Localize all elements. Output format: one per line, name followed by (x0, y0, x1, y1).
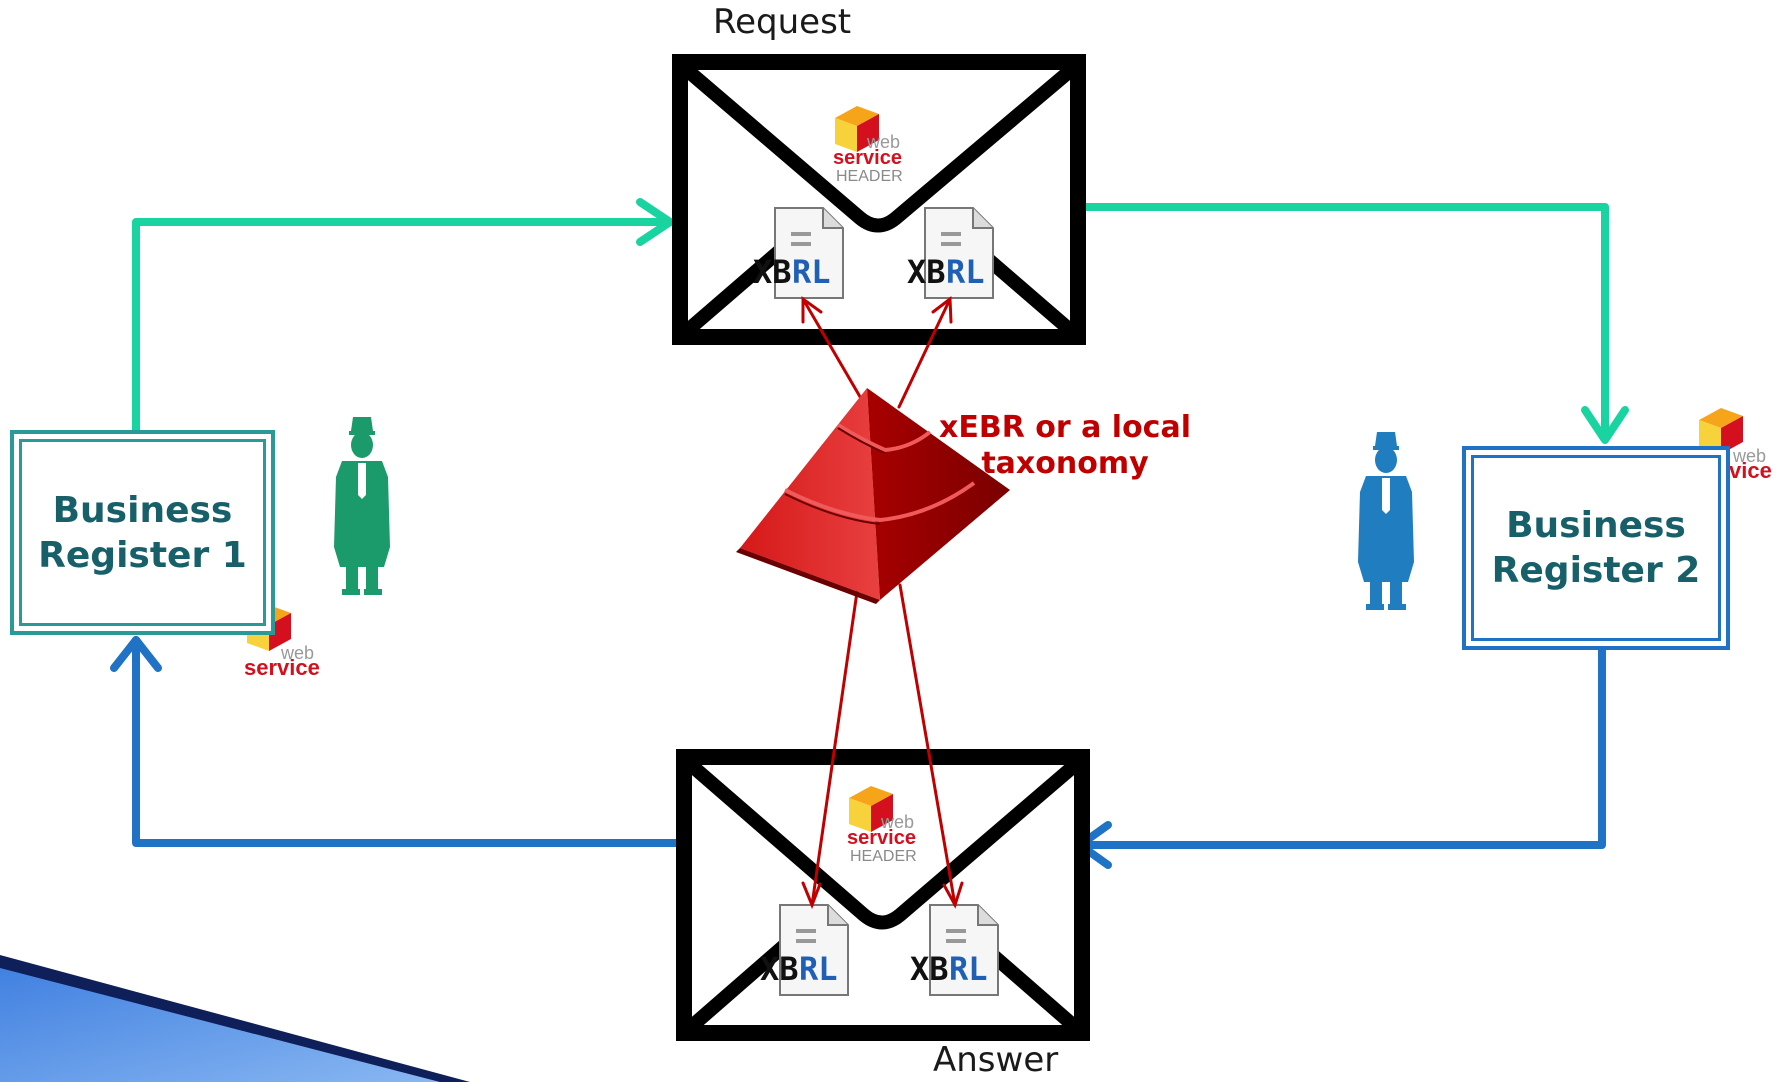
taxonomy-pyramid-icon (736, 388, 1010, 604)
flow-request-to-register2-head (1581, 406, 1629, 444)
svg-text:RL: RL (799, 950, 838, 988)
register1-line2: Register 1 (38, 534, 247, 576)
svg-text:service: service (847, 827, 916, 849)
flow-answer-to-register1 (132, 636, 684, 847)
xbrl-document-icon: XB RL (907, 206, 995, 300)
request-envelope (672, 54, 1086, 345)
judge-icon (1358, 432, 1414, 610)
answer-label: Answer (933, 1040, 1059, 1080)
flow-register2-to-answer (1076, 646, 1606, 849)
taxonomy-line1: xEBR or a local (939, 410, 1191, 445)
flow-answer-to-register1-head (110, 636, 162, 672)
register1-line1: Business (52, 489, 233, 531)
flow-register1-to-request (132, 218, 674, 438)
svg-text:XB: XB (907, 253, 946, 291)
request-label: Request (713, 2, 852, 42)
business-register-2: Business Register 2 (1462, 446, 1730, 650)
flow-request-to-register2 (1081, 203, 1609, 442)
register2-line2: Register 2 (1491, 550, 1701, 591)
svg-text:XB: XB (753, 253, 792, 291)
teal-flow-arrows (132, 198, 1629, 444)
taxonomy-line2: taxonomy (981, 446, 1149, 481)
taxonomy-link-arrows (801, 296, 964, 910)
flow-register1-to-request-head (636, 198, 674, 246)
svg-text:RL: RL (949, 950, 988, 988)
web-service-header-icon: web service HEADER (847, 786, 917, 865)
judge-icon (334, 417, 390, 595)
business-register-1: Business Register 1 (10, 430, 275, 635)
register2-line1: Business (1506, 505, 1686, 546)
decorative-swoosh-dark (0, 955, 470, 1082)
svg-text:HEADER: HEADER (850, 848, 917, 865)
svg-text:service: service (833, 147, 902, 169)
xbrl-document-icon: XB RL (753, 206, 845, 300)
svg-text:HEADER: HEADER (836, 168, 903, 185)
svg-text:web: web (1732, 446, 1766, 466)
svg-text:web: web (866, 132, 900, 152)
svg-text:service: service (244, 655, 320, 680)
xbrl-document-icon: XB RL (910, 903, 1000, 997)
svg-text:RL: RL (792, 253, 831, 291)
web-service-icon: web service (244, 605, 320, 680)
svg-text:web: web (280, 643, 314, 663)
taxonomy-label: xEBR or a local taxonomy (930, 410, 1200, 482)
xbrl-document-icon: XB RL (760, 903, 850, 997)
web-service-header-icon: web service HEADER (833, 106, 903, 185)
svg-text:web: web (880, 812, 914, 832)
svg-text:XB: XB (910, 950, 949, 988)
svg-text:XB: XB (760, 950, 799, 988)
svg-text:RL: RL (946, 253, 985, 291)
